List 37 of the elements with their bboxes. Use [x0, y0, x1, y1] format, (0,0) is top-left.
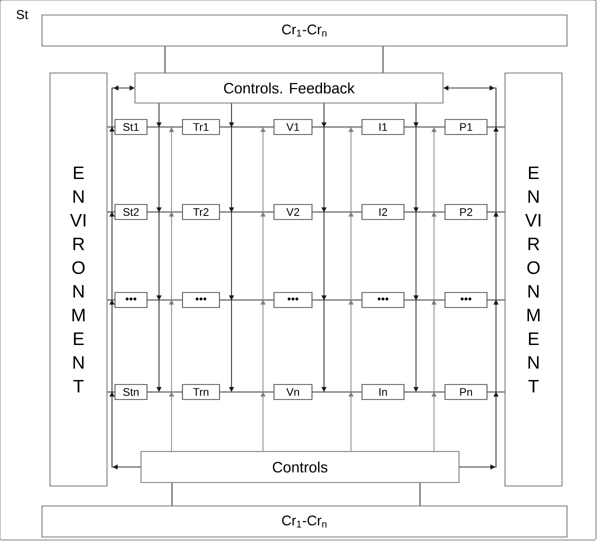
- frame-label: St: [16, 10, 28, 20]
- block-box: •••: [444, 292, 488, 308]
- connector-line: [107, 126, 115, 128]
- outer-frame: [0, 0, 596, 540]
- control-box: Controls: [140, 451, 460, 483]
- block-box: Stn: [114, 384, 148, 400]
- process-box: Cr$_{1}$-Cr$_{n}$: [42, 14, 568, 46]
- block-box: I1: [362, 119, 404, 135]
- block-box: Vn: [274, 384, 312, 400]
- block-box: P1: [444, 119, 488, 135]
- block-box: •••: [114, 292, 148, 308]
- block-box: •••: [182, 292, 220, 308]
- connector-line: [312, 126, 362, 128]
- block-box: In: [362, 384, 404, 400]
- block-box: V1: [274, 119, 312, 135]
- block-box: V2: [274, 204, 312, 220]
- block-box: Pn: [444, 384, 488, 400]
- connector-line: [382, 46, 384, 73]
- block-box: Trn: [182, 384, 220, 400]
- connector-line: [147, 126, 182, 128]
- connector-line: [404, 126, 445, 128]
- connector-line: [487, 126, 505, 128]
- block-box: St1: [114, 119, 148, 135]
- environment-box: ENVIRONMENT: [504, 72, 562, 486]
- block-box: P2: [444, 204, 488, 220]
- block-box: •••: [274, 292, 312, 308]
- block-box: Tr2: [182, 204, 220, 220]
- process-box: Cr$_{1}$-Cr$_{n}$: [42, 506, 568, 538]
- control-box: Controls. Feedback: [134, 72, 444, 104]
- arrow: [109, 85, 141, 470]
- connector-line: [164, 46, 166, 73]
- connector-line: [220, 126, 274, 128]
- block-box: Tr1: [182, 119, 220, 135]
- block-box: •••: [362, 292, 404, 308]
- environment-box: ENVIRONMENT: [50, 72, 108, 486]
- block-box: St2: [114, 204, 148, 220]
- block-box: I2: [362, 204, 404, 220]
